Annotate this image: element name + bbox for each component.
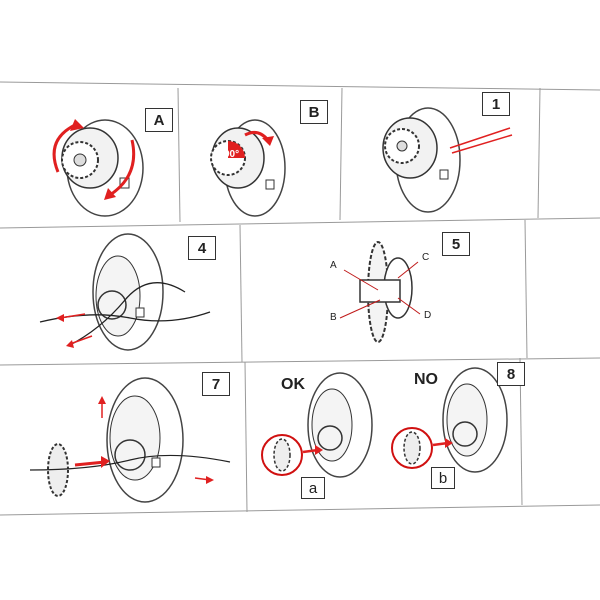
panel-a-spool: [52, 119, 144, 217]
rotation-angle-text: 90°: [224, 149, 240, 160]
panel-b-label: B: [300, 100, 328, 124]
panel-4-label: 4: [188, 236, 216, 260]
panel-4-housing: [39, 233, 211, 351]
panel-b-spool: [210, 119, 286, 217]
no-heading: NO: [414, 371, 438, 388]
ok-tag: a: [301, 477, 325, 499]
panel-a-label: A: [145, 108, 173, 132]
part-c-label: C: [422, 252, 430, 263]
part-a-label: A: [330, 260, 337, 271]
panel-5-label: 5: [442, 232, 470, 256]
panel-7-label: 7: [202, 372, 230, 396]
panel-5-gear-spool: [339, 241, 421, 343]
panel-1-label: 1: [482, 92, 510, 116]
panel-1-spool: [382, 107, 513, 213]
panel-8-label: 8: [497, 362, 525, 386]
panel-7-assembly: [29, 377, 231, 503]
part-d-label: D: [424, 310, 432, 321]
ok-example: [261, 372, 373, 478]
no-example: [391, 367, 508, 473]
no-tag: b: [431, 467, 455, 489]
ok-heading: OK: [281, 376, 305, 393]
part-b-label: B: [330, 312, 337, 323]
